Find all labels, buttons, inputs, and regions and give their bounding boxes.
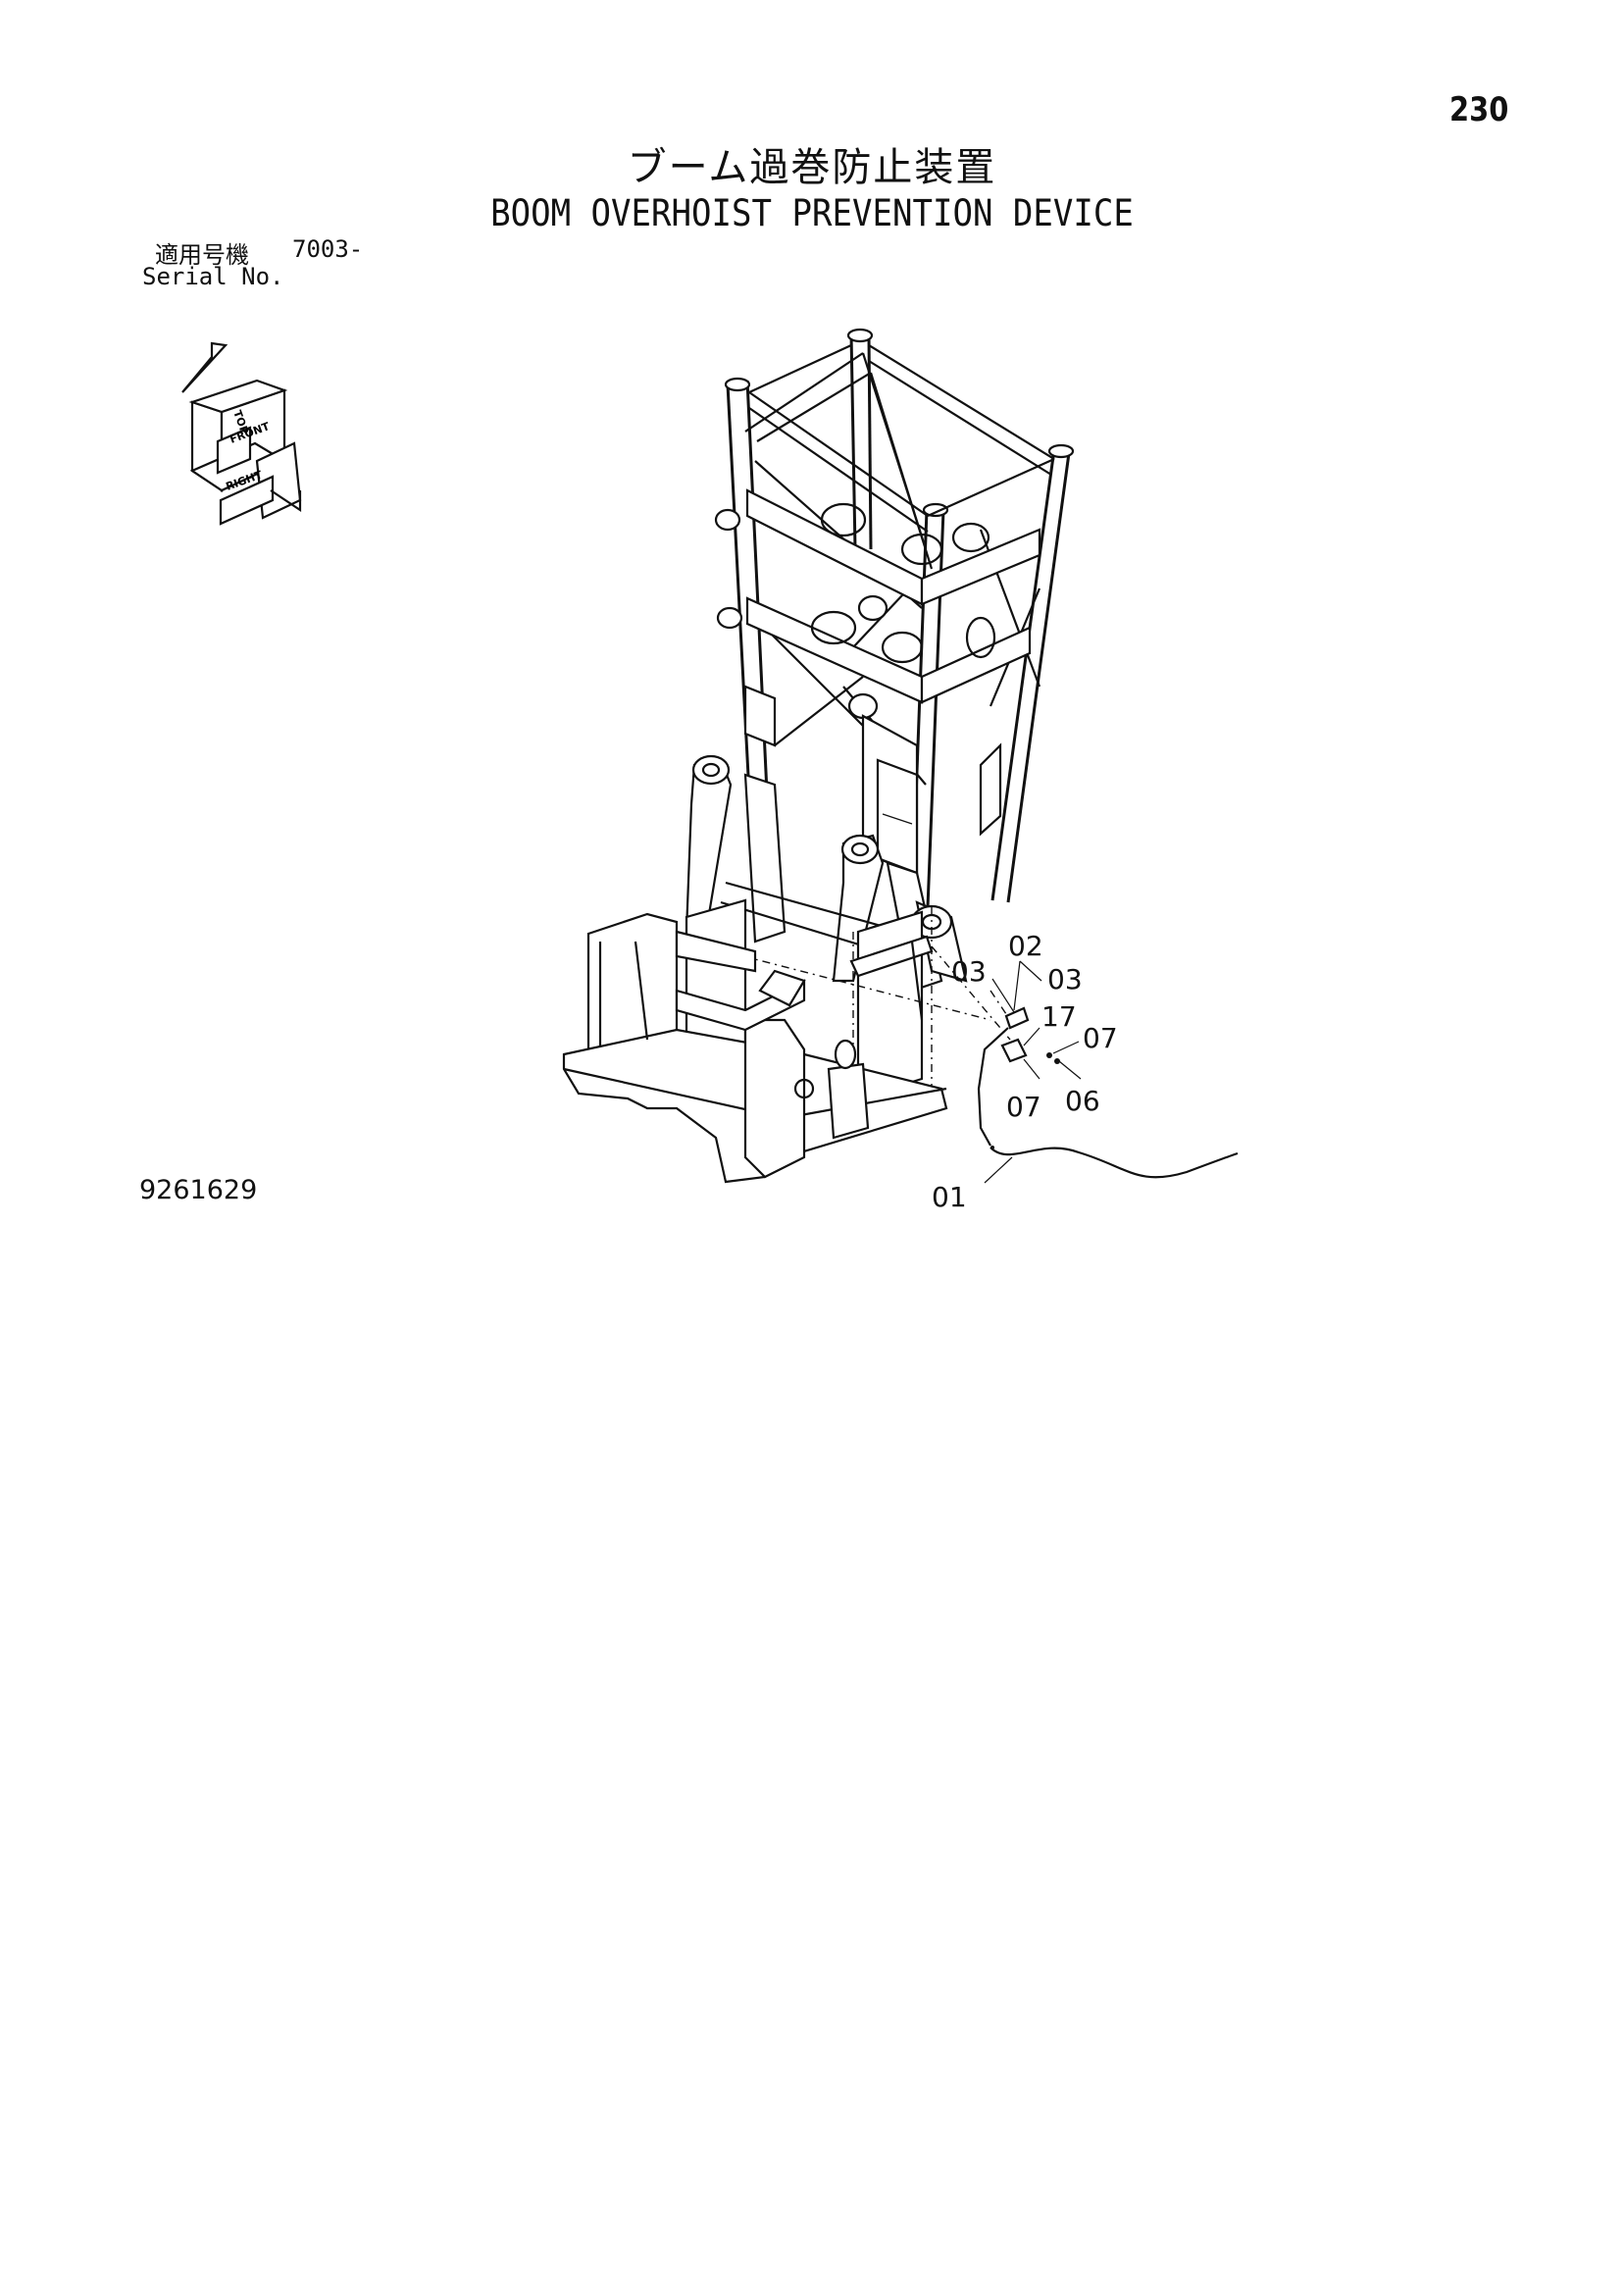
boom-lattice-section bbox=[714, 328, 1075, 908]
callout-17: 17 bbox=[1041, 1000, 1077, 1033]
callout-06: 06 bbox=[1065, 1085, 1100, 1117]
page-title-english: BOOM OVERHOIST PREVENTION DEVICE bbox=[490, 192, 1134, 234]
base-frame bbox=[562, 898, 991, 1184]
callout-03-left: 03 bbox=[951, 955, 987, 988]
callout-03-right: 03 bbox=[1047, 963, 1083, 995]
page-number: 230 bbox=[1449, 90, 1509, 129]
callout-01: 01 bbox=[932, 1181, 967, 1213]
page-title-japanese: ブーム過巻防止装置 bbox=[627, 145, 997, 190]
callout-07-lower: 07 bbox=[1006, 1091, 1041, 1123]
serial-label-english: Serial No. bbox=[142, 263, 284, 290]
serial-label-japanese: 適用号機 bbox=[155, 241, 249, 269]
callout-07-right: 07 bbox=[1083, 1022, 1118, 1054]
orientation-cube-icon: TOP FRONT RIGHT bbox=[181, 341, 302, 526]
callout-leaders bbox=[984, 960, 1082, 1184]
drawing-number: 9261629 bbox=[139, 1175, 258, 1205]
overhoist-limit-switch-assembly bbox=[849, 935, 1239, 1179]
serial-value: 7003- bbox=[292, 235, 364, 263]
callout-02: 02 bbox=[1008, 930, 1043, 962]
boom-foot-lugs bbox=[685, 754, 968, 993]
